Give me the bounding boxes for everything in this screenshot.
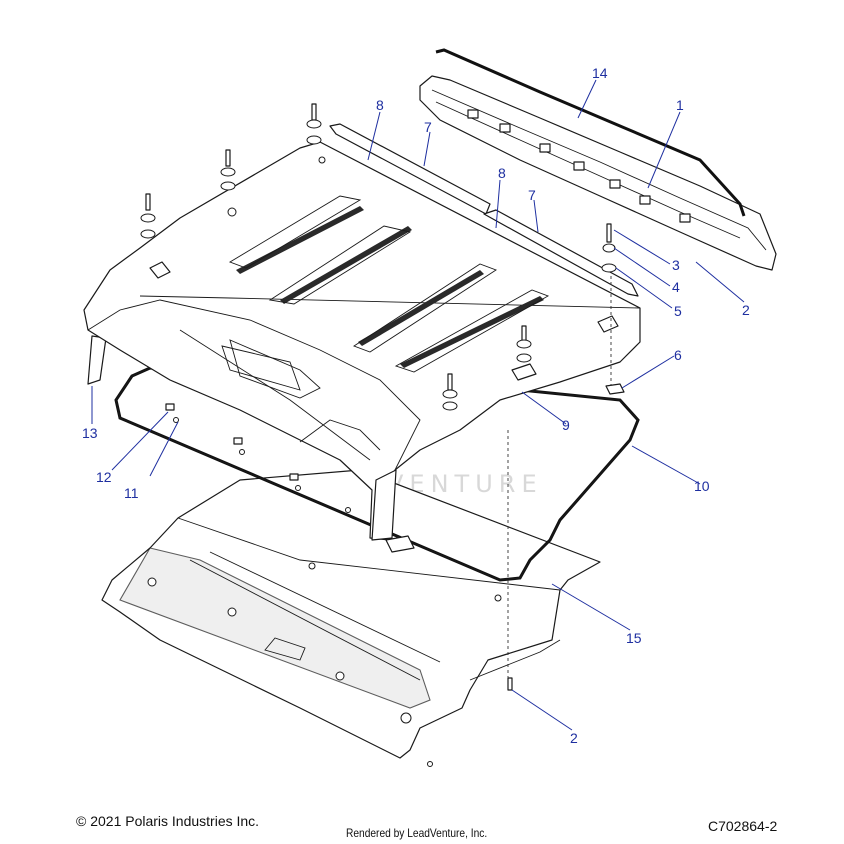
rail-right[interactable] — [483, 209, 639, 297]
callout-5[interactable]: 5 — [674, 303, 682, 319]
callout-8-right[interactable]: 8 — [498, 165, 506, 181]
callout-6[interactable]: 6 — [674, 347, 682, 363]
clip-small[interactable] — [165, 403, 351, 513]
callout-1[interactable]: 1 — [676, 97, 684, 113]
callout-leaders — [91, 79, 745, 731]
fastener-stack-front[interactable] — [601, 223, 617, 273]
fastener-stack-5[interactable] — [442, 373, 458, 411]
callout-7-left[interactable]: 7 — [424, 119, 432, 135]
callout-12[interactable]: 12 — [96, 469, 112, 485]
fastener-stack-1[interactable] — [306, 103, 322, 145]
callout-11[interactable]: 11 — [124, 485, 139, 501]
fastener-stack-4[interactable] — [516, 325, 532, 363]
callout-7-right[interactable]: 7 — [528, 187, 536, 203]
copyright-text: © 2021 Polaris Industries Inc. — [76, 813, 260, 829]
callout-8-left[interactable]: 8 — [376, 97, 384, 113]
callout-3[interactable]: 3 — [672, 257, 680, 273]
callout-13[interactable]: 13 — [82, 425, 98, 441]
front-seal-strip[interactable] — [435, 48, 746, 217]
front-trim[interactable] — [419, 75, 777, 271]
callout-2-bottom[interactable]: 2 — [570, 730, 578, 746]
callout-15[interactable]: 15 — [626, 630, 642, 646]
rail-left[interactable] — [329, 123, 491, 215]
fastener-stack-3[interactable] — [140, 193, 156, 239]
trim-clips — [467, 109, 691, 223]
callout-4[interactable]: 4 — [672, 279, 680, 295]
callout-2-front[interactable]: 2 — [742, 302, 750, 318]
bolt-bottom[interactable] — [507, 677, 513, 691]
nut-plate[interactable] — [605, 383, 625, 395]
headliner-panel[interactable] — [101, 469, 601, 767]
callout-14[interactable]: 14 — [592, 65, 608, 81]
rendered-by-text: Rendered by LeadVenture, Inc. — [346, 826, 488, 840]
fastener-stack-2[interactable] — [220, 149, 236, 191]
callout-numbers: 1 2 2 3 4 5 6 7 7 8 8 9 10 11 12 13 14 1… — [82, 65, 750, 746]
roof-panel[interactable] — [83, 141, 641, 553]
diagram-id: C702864-2 — [708, 818, 778, 834]
side-strap[interactable] — [87, 335, 107, 385]
callout-9[interactable]: 9 — [562, 417, 570, 433]
callout-10[interactable]: 10 — [694, 478, 710, 494]
